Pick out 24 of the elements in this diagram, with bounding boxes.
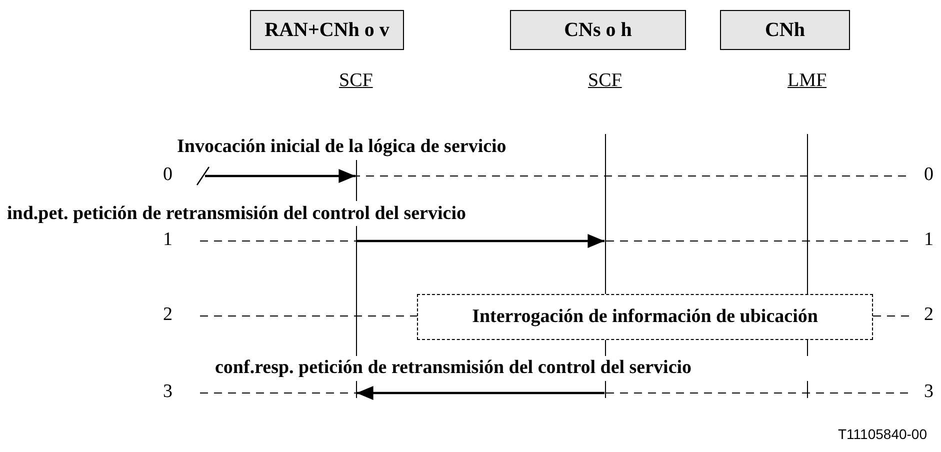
entity-box: CNh <box>720 10 850 50</box>
step-number: 1 <box>924 229 934 251</box>
entity-box: CNs o h <box>510 10 686 50</box>
lifeline <box>806 134 808 398</box>
lifeline <box>604 134 606 398</box>
step-number: 2 <box>924 304 934 326</box>
step-number: 3 <box>924 381 934 403</box>
function-label: SCF <box>588 70 622 92</box>
note-box: Interrogación de información de ubicación <box>417 294 873 340</box>
step-number: 0 <box>163 164 172 186</box>
step-number: 1 <box>163 229 172 251</box>
function-label: LMF <box>788 70 827 92</box>
arrow <box>356 234 604 248</box>
figure-reference: T11105840-00 <box>838 426 927 442</box>
step-number: 3 <box>163 381 172 403</box>
edge-label: conf.resp. petición de retransmisión del control del servicio <box>215 357 692 379</box>
step-number: 2 <box>163 304 172 326</box>
arrow <box>356 386 604 400</box>
step-number: 0 <box>924 164 934 186</box>
function-label: SCF <box>339 70 373 92</box>
entity-box: RAN+CNh o v <box>250 10 404 50</box>
edge-label: Invocación inicial de la lógica de servicio <box>177 136 506 158</box>
arrow <box>196 166 356 186</box>
edge-label: ind.pet. petición de retransmisión del control del servicio <box>7 203 466 225</box>
